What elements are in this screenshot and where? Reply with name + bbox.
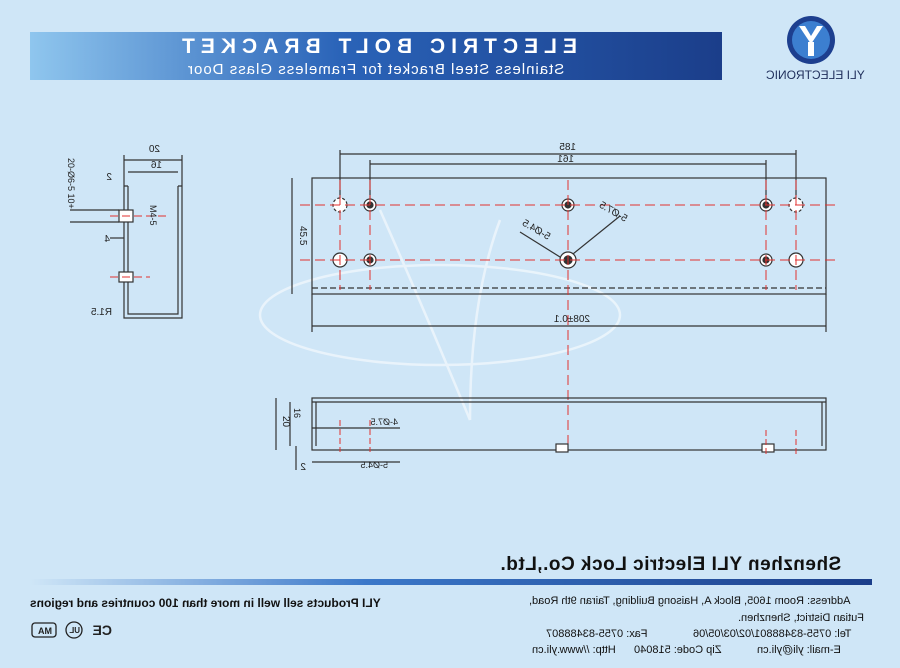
certification-marks: MA UL CE — [31, 621, 112, 639]
ul-cert-icon: UL — [65, 621, 83, 639]
ma-cert-icon: MA — [31, 622, 57, 638]
watermark-logo — [258, 209, 622, 421]
top-dim-total: 208±0.1 — [553, 314, 590, 325]
front-dim-thickness: 2 — [300, 462, 306, 473]
company-name: Shenzhen YLI Electric Lock Co.,Ltd. — [500, 554, 842, 575]
footer-rule — [30, 579, 872, 585]
tel: Tel: 0755-83488801/02/03/05/06 — [693, 628, 852, 640]
slogan: YLI Products sell well in more than 100 … — [30, 596, 381, 610]
side-dim-hole-note: 20-Ø6-5 10+ — [66, 158, 76, 209]
top-dim-inner: 161 — [557, 154, 574, 165]
svg-text:MA: MA — [38, 626, 52, 636]
side-view — [70, 155, 183, 319]
front-dim-inner-height: 16 — [292, 408, 302, 418]
side-dim-thread: M4-5 — [148, 205, 158, 226]
website: Http: //www.yli.cn — [532, 644, 616, 656]
front-view — [275, 397, 827, 470]
fax: Fax: 0755-83488807 — [546, 628, 648, 640]
side-dim-a: 2 — [106, 172, 112, 183]
top-dim-height: 45.5 — [297, 226, 308, 246]
top-hole-label-1: 5-Ø7.5 — [597, 200, 629, 225]
side-dim-depth: 4 — [104, 234, 110, 245]
technical-drawing: 20 16 2 20-Ø6-5 10+ M4-5 4 R1.5 — [66, 142, 838, 473]
side-dim-radius: R1.5 — [90, 307, 112, 318]
top-hole-label-2: 5-Ø4.5 — [520, 218, 552, 243]
side-dim-width: 20 — [148, 144, 160, 155]
front-dim-height: 20 — [280, 416, 291, 428]
yli-logo-icon — [787, 16, 835, 64]
top-view — [291, 150, 827, 332]
zip: Zip Code: 518040 — [634, 644, 722, 656]
ce-cert-icon: CE — [93, 622, 112, 638]
svg-text:CE: CE — [93, 622, 112, 638]
front-hole-label-2: 5-Ø4.5 — [360, 460, 388, 470]
top-dim-outer: 185 — [559, 142, 576, 153]
title-banner: ELECTRIC BOLT BRACKET Stainless Steel Br… — [30, 32, 722, 80]
email: E-mail: yli@yli.cn — [757, 644, 841, 656]
front-hole-label-1: 4-Ø7.5 — [370, 417, 398, 427]
side-dim-inner: 16 — [150, 160, 162, 171]
svg-text:UL: UL — [69, 626, 80, 635]
address-line-1: Address: Room 1605, Block A, Haisong Bui… — [529, 595, 851, 607]
address-line-2: Futian District, Shenzhen. — [738, 612, 864, 624]
